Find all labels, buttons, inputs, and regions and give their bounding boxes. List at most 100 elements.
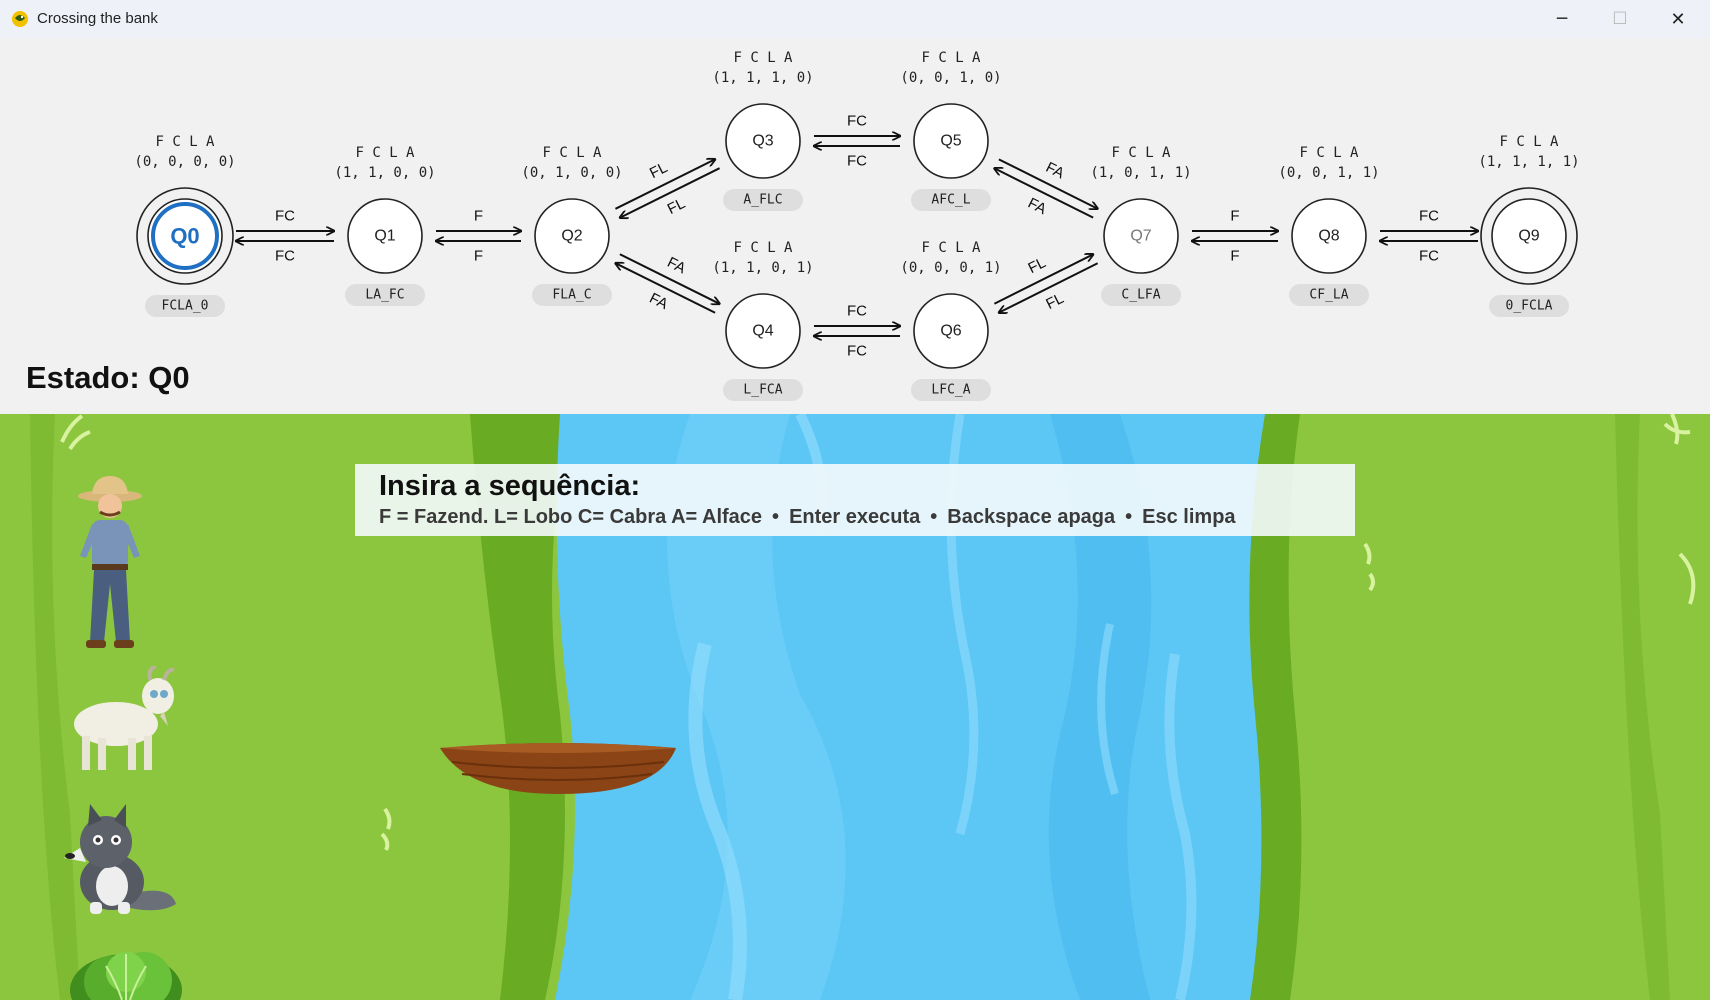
sequence-input-panel[interactable]: Insira a sequência: F = Fazend. L= Lobo …	[355, 464, 1355, 536]
state-node-q9[interactable]: Q9F C L A(1, 1, 1, 1)0_FCLA	[1478, 134, 1580, 317]
state-id: Q3	[752, 133, 773, 150]
state-id: Q5	[940, 133, 961, 150]
state-vector: F C L A (0, 0, 0, 0)	[134, 134, 235, 170]
state-vector: F C L A(1, 1, 0, 1)	[712, 240, 813, 276]
state-tag: C_LFA	[1121, 288, 1160, 303]
transition-label-forward: FC	[847, 303, 867, 320]
transition-label-backward: FL	[1043, 290, 1066, 313]
transition-label-forward: FC	[1419, 208, 1439, 225]
state-circle	[725, 103, 801, 179]
state-id: Q9	[1518, 228, 1539, 245]
transition-label-backward: F	[474, 248, 483, 265]
state-diagram: FCFCFFFLFLFAFAFCFCFCFCFAFAFLFLFFFCFCQ0F …	[134, 50, 1580, 401]
state-tag: 0_FCLA	[1506, 299, 1553, 314]
boat-icon[interactable]	[438, 728, 678, 798]
transition-q1-q2: FF	[436, 208, 521, 265]
state-node-q5[interactable]: Q5F C L A(0, 0, 1, 0)AFC_L	[900, 50, 1002, 211]
state-tag-pill	[911, 189, 991, 211]
state-node-q7[interactable]: Q7 F C L A (1, 0, 1, 1) C_LFA	[1090, 145, 1192, 306]
transition-label-backward: FL	[665, 195, 688, 218]
transition-label-backward: FC	[847, 153, 867, 170]
transition-label-backward: FC	[275, 248, 295, 265]
hint-backspace: Backspace apaga	[947, 506, 1116, 528]
state-vector: F C L A (1, 1, 0, 0)	[334, 145, 435, 181]
wolf-character-icon[interactable]	[60, 804, 180, 916]
state-tag: L_FCA	[743, 383, 782, 398]
state-node-q8[interactable]: Q8F C L A(0, 0, 1, 1)CF_LA	[1278, 145, 1380, 306]
state-node-q2[interactable]: Q2 F C L A (0, 1, 0, 0) FLA_C	[521, 145, 623, 306]
state-vector: F C L A (1, 0, 1, 1)	[1090, 145, 1191, 181]
lettuce-character-icon[interactable]	[66, 942, 186, 1000]
state-node-q4[interactable]: Q4F C L A(1, 1, 0, 1)L_FCA	[712, 240, 814, 401]
state-vector-header: F C L A	[155, 134, 215, 150]
transition-arrow-forward	[614, 159, 715, 210]
state-vector-values: (0, 0, 0, 0)	[134, 154, 235, 170]
state-node-q0[interactable]: Q0F C L A(0, 0, 0, 0)FCLA_0	[134, 134, 236, 317]
close-button[interactable]: ✕	[1670, 8, 1686, 30]
transition-label-forward: FA	[664, 254, 688, 277]
state-tag: FLA_C	[552, 288, 591, 303]
state-node-q1[interactable]: Q1 F C L A (1, 1, 0, 0) LA_FC	[334, 145, 436, 306]
state-vector: F C L A(0, 0, 1, 0)	[900, 50, 1001, 86]
state-id: Q7	[1130, 228, 1151, 245]
state-tag: A_FLC	[743, 193, 782, 208]
state-node-q3[interactable]: Q3 F C L A (1, 1, 1, 0) A_FLC	[712, 50, 814, 211]
bullet-separator: •	[930, 506, 938, 528]
transition-arrow-backward	[999, 262, 1099, 312]
state-vector-values: (1, 1, 1, 0)	[712, 70, 813, 86]
state-vector-header: F C L A	[542, 145, 602, 161]
state-tag-pill	[532, 284, 612, 306]
state-node-q6[interactable]: Q6F C L A(0, 0, 0, 1)LFC_A	[900, 240, 1002, 401]
state-vector-header: F C L A	[1299, 145, 1359, 161]
state-tag: LA_FC	[365, 288, 404, 303]
state-id: Q8	[1318, 228, 1339, 245]
state-vector: F C L A (0, 1, 0, 0)	[521, 145, 622, 181]
state-id: Q1	[374, 228, 395, 245]
transition-label-backward: F	[1230, 248, 1239, 265]
state-tag-pill	[1489, 295, 1569, 317]
farmer-character-icon[interactable]	[70, 474, 150, 654]
transition-arrow-backward	[620, 167, 721, 218]
state-tag-pill	[723, 379, 803, 401]
state-id: Q2	[561, 228, 582, 245]
state-vector-values: (1, 0, 1, 1)	[1090, 165, 1191, 181]
transition-label-forward: F	[1230, 208, 1239, 225]
transition-label-forward: FA	[1043, 159, 1067, 182]
maximize-button[interactable]: ☐	[1612, 9, 1628, 29]
transition-label-forward: FL	[647, 159, 670, 182]
state-vector-values: (1, 1, 1, 1)	[1478, 154, 1579, 170]
state-circle	[347, 198, 423, 274]
state-vector-values: (0, 0, 0, 1)	[900, 260, 1001, 276]
state-tag-pill	[345, 284, 425, 306]
transition-q2-q4: FA FA	[615, 253, 719, 314]
hint-esc: Esc limpa	[1142, 506, 1236, 528]
legend-text: F = Fazend. L= Lobo C= Cabra A= Alface	[379, 506, 763, 528]
window-titlebar[interactable]: Crossing the bank ─ ☐ ✕	[0, 0, 1710, 38]
state-vector-values: (0, 0, 1, 0)	[900, 70, 1001, 86]
transition-label-forward: FC	[847, 113, 867, 130]
goat-character-icon[interactable]	[64, 666, 184, 776]
state-vector-header: F C L A	[1111, 145, 1171, 161]
state-vector-values: (0, 1, 0, 0)	[521, 165, 622, 181]
transition-arrow-forward	[998, 158, 1098, 208]
state-tag: CF_LA	[1309, 288, 1348, 303]
transition-arrow-backward	[994, 168, 1094, 219]
current-state-label: Estado: Q0	[26, 360, 190, 395]
state-vector-values: (1, 1, 0, 0)	[334, 165, 435, 181]
window-title: Crossing the bank	[37, 10, 158, 27]
accepting-ring	[136, 187, 234, 285]
transition-q3-q5: FC FC	[814, 113, 900, 170]
state-vector-header: F C L A	[733, 50, 793, 66]
transition-arrow-backward	[615, 263, 716, 314]
state-tag-pill	[145, 295, 225, 317]
state-vector-header: F C L A	[355, 145, 415, 161]
minimize-button[interactable]: ─	[1556, 9, 1568, 29]
state-id: Q6	[940, 323, 961, 340]
state-circle	[1103, 198, 1179, 274]
transition-label-backward: FA	[647, 290, 671, 313]
state-tag-pill	[1289, 284, 1369, 306]
